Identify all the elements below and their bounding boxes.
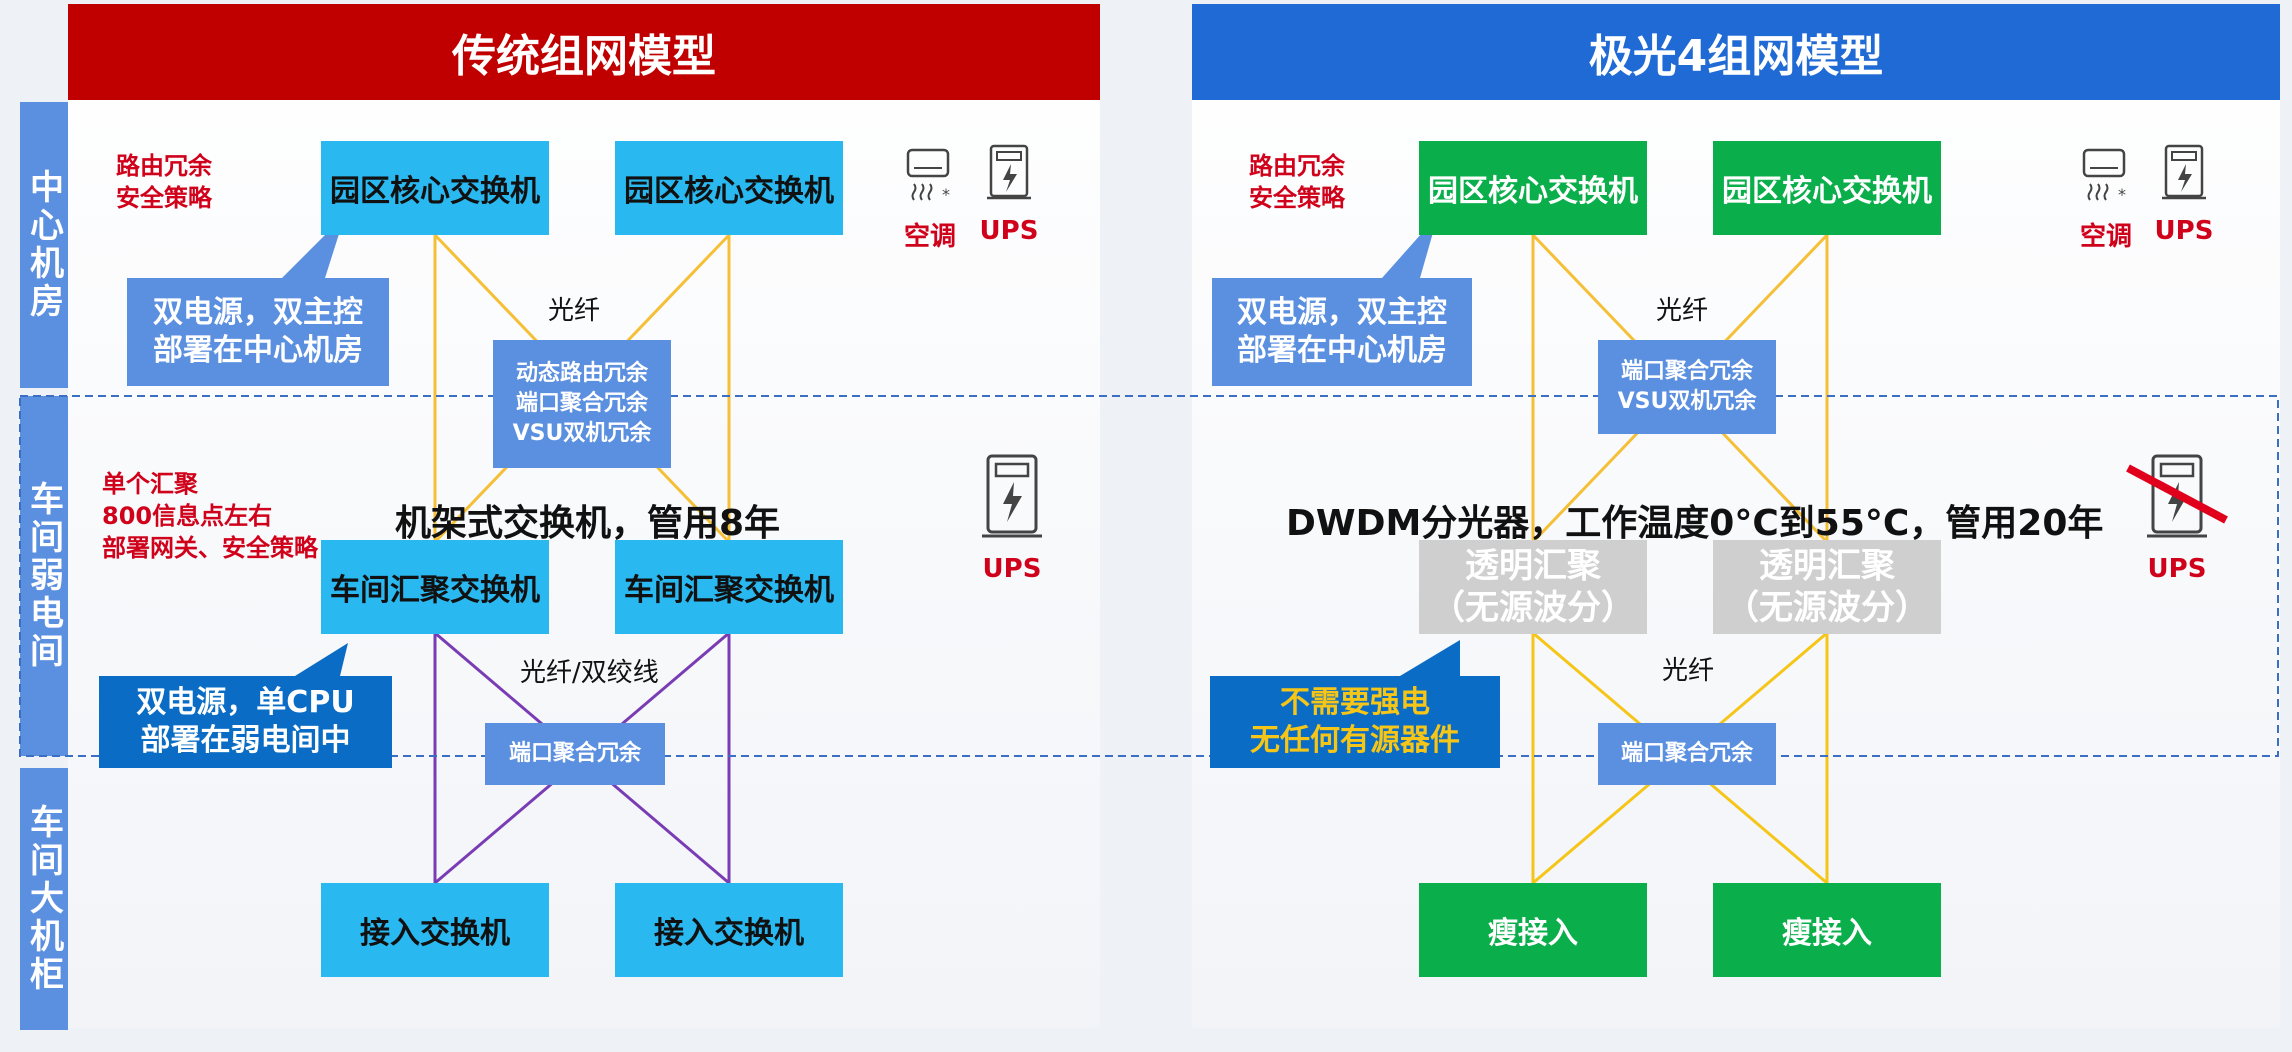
left-fiber-top-label: 光纤 — [548, 296, 601, 326]
left-access-switch-2[interactable]: 接入交换机 — [615, 883, 843, 977]
left-ups-mid-label: UPS — [982, 554, 1042, 584]
left-panel — [68, 4, 1100, 1028]
left-ac-label: 空调 — [903, 222, 956, 252]
right-ups-mid-label: UPS — [2147, 554, 2207, 584]
left-ups-mid: UPS — [970, 448, 1054, 598]
ups-icon — [2162, 144, 2206, 200]
left-air-conditioner: * 空调 — [896, 140, 964, 260]
right-ac-label: 空调 — [2079, 222, 2132, 252]
left-core-redundancy: 动态路由冗余 端口聚合冗余 VSU双机冗余 — [493, 340, 671, 468]
left-title: 传统组网模型 — [68, 4, 1100, 100]
right-transparent-agg-2[interactable]: 透明汇聚 （无源波分） — [1713, 540, 1941, 634]
right-center-callout: 双电源，双主控 部署在中心机房 — [1212, 278, 1472, 386]
right-thin-access-1[interactable]: 瘦接入 — [1419, 883, 1647, 977]
weak-current-region — [19, 395, 2279, 757]
right-ups-top: UPS — [2150, 140, 2218, 260]
left-agg-switch-2[interactable]: 车间汇聚交换机 — [615, 540, 843, 634]
right-caption: DWDM分光器，工作温度0°C到55°C，管用20年 — [1286, 503, 2104, 544]
right-agg-redundancy: 端口聚合冗余 — [1598, 723, 1776, 785]
left-agg-callout-tail — [295, 643, 348, 676]
air-conditioner-icon: * — [2082, 148, 2126, 204]
left-ups-top: UPS — [975, 140, 1043, 260]
ups-icon — [987, 144, 1031, 200]
left-core-switch-2[interactable]: 园区核心交换机 — [615, 141, 843, 235]
right-title: 极光4组网模型 — [1192, 4, 2280, 100]
left-agg-callout: 双电源，单CPU 部署在弱电间中 — [99, 676, 392, 768]
right-ups-mid: UPS — [2122, 448, 2232, 598]
left-agg-switch-1[interactable]: 车间汇聚交换机 — [321, 540, 549, 634]
svg-text:*: * — [2118, 185, 2126, 204]
row-label-center-room: 中心机房 — [20, 102, 68, 388]
left-access-switch-1[interactable]: 接入交换机 — [321, 883, 549, 977]
no-ups-icon — [2126, 454, 2228, 538]
right-core-switch-2[interactable]: 园区核心交换机 — [1713, 141, 1941, 235]
air-conditioner-icon: * — [906, 148, 950, 204]
right-fiber-top-label: 光纤 — [1656, 296, 1709, 326]
row-label-weak-current-room: 车间弱电间 — [20, 396, 68, 756]
left-core-switch-1[interactable]: 园区核心交换机 — [321, 141, 549, 235]
left-center-callout: 双电源，双主控 部署在中心机房 — [127, 278, 389, 386]
right-air-conditioner: * 空调 — [2072, 140, 2140, 260]
right-center-note: 路由冗余 安全策略 — [1249, 152, 1345, 212]
right-core-switch-1[interactable]: 园区核心交换机 — [1419, 141, 1647, 235]
row-label-big-cabinet: 车间大机柜 — [20, 768, 68, 1030]
right-core-redundancy: 端口聚合冗余 VSU双机冗余 — [1598, 340, 1776, 434]
left-agg-note: 单个汇聚 800信息点左右 部署网关、安全策略 — [102, 470, 318, 562]
left-agg-redundancy: 端口聚合冗余 — [485, 723, 665, 785]
left-fiber-mid-label: 光纤/双绞线 — [520, 658, 659, 688]
svg-text:*: * — [942, 185, 950, 204]
right-thin-access-2[interactable]: 瘦接入 — [1713, 883, 1941, 977]
right-agg-callout-tail — [1400, 640, 1460, 676]
right-transparent-agg-1[interactable]: 透明汇聚 （无源波分） — [1419, 540, 1647, 634]
left-caption: 机架式交换机，管用8年 — [395, 503, 781, 544]
right-ups-top-label: UPS — [2154, 216, 2214, 246]
right-no-power-callout: 不需要强电 无任何有源器件 — [1210, 676, 1500, 768]
ups-icon — [982, 454, 1042, 538]
right-fiber-mid-label: 光纤 — [1662, 656, 1715, 686]
left-center-note: 路由冗余 安全策略 — [116, 152, 212, 212]
left-ups-top-label: UPS — [979, 216, 1039, 246]
